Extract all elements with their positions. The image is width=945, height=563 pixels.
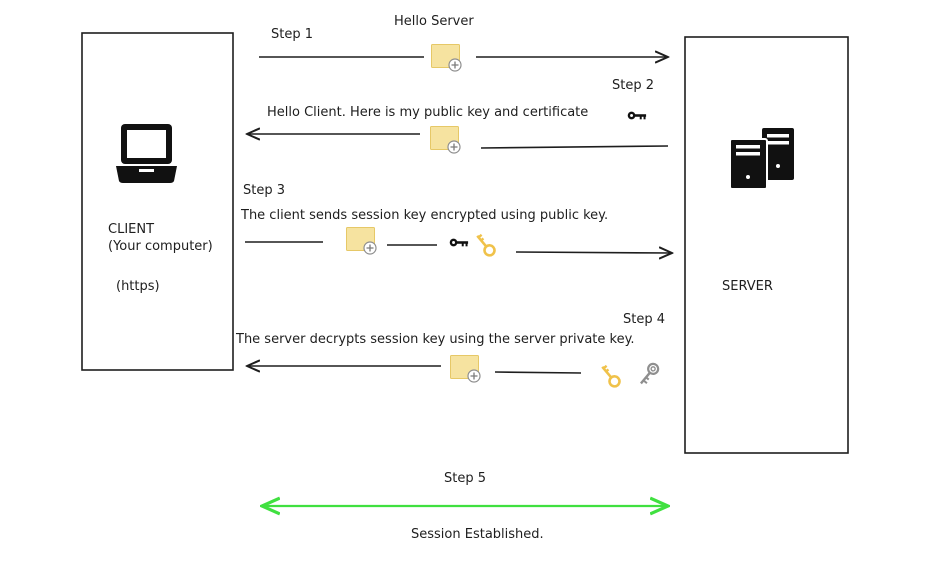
- session-established-label: Session Established.: [411, 527, 544, 542]
- step-1-label: Step 1: [271, 27, 313, 42]
- black-key-icon: [627, 111, 647, 120]
- step-3-arrow: [515, 252, 672, 253]
- step-1-message: Hello Server: [394, 14, 474, 29]
- laptop-icon: [116, 124, 177, 183]
- step-3-label: Step 3: [243, 183, 285, 198]
- black-key-icon: [449, 238, 469, 247]
- client-protocol: (https): [116, 279, 160, 294]
- envelope-icon: [430, 126, 461, 154]
- grey-key-icon: [635, 361, 661, 388]
- envelope-icon: [431, 44, 462, 72]
- gold-key-icon: [472, 231, 498, 259]
- step-5-label: Step 5: [444, 471, 486, 486]
- step-2-message: Hello Client. Here is my public key and …: [267, 105, 588, 120]
- envelope-icon: [450, 355, 481, 383]
- client-box: [81, 32, 234, 371]
- server-box: [684, 36, 849, 454]
- gold-key-icon: [597, 362, 623, 390]
- server-icon: [729, 128, 794, 190]
- envelope-icon: [346, 227, 377, 255]
- step-2-arrow-tail: [480, 145, 669, 149]
- server-label: SERVER: [722, 279, 773, 294]
- step-2-label: Step 2: [612, 78, 654, 93]
- step-4-message: The server decrypts session key using th…: [235, 332, 635, 347]
- step-4-arrow-tail: [494, 371, 582, 374]
- client-sublabel: (Your computer): [108, 239, 213, 254]
- step-3-message: The client sends session key encrypted u…: [240, 208, 608, 223]
- step-4-label: Step 4: [623, 312, 665, 327]
- client-label: CLIENT: [108, 222, 154, 237]
